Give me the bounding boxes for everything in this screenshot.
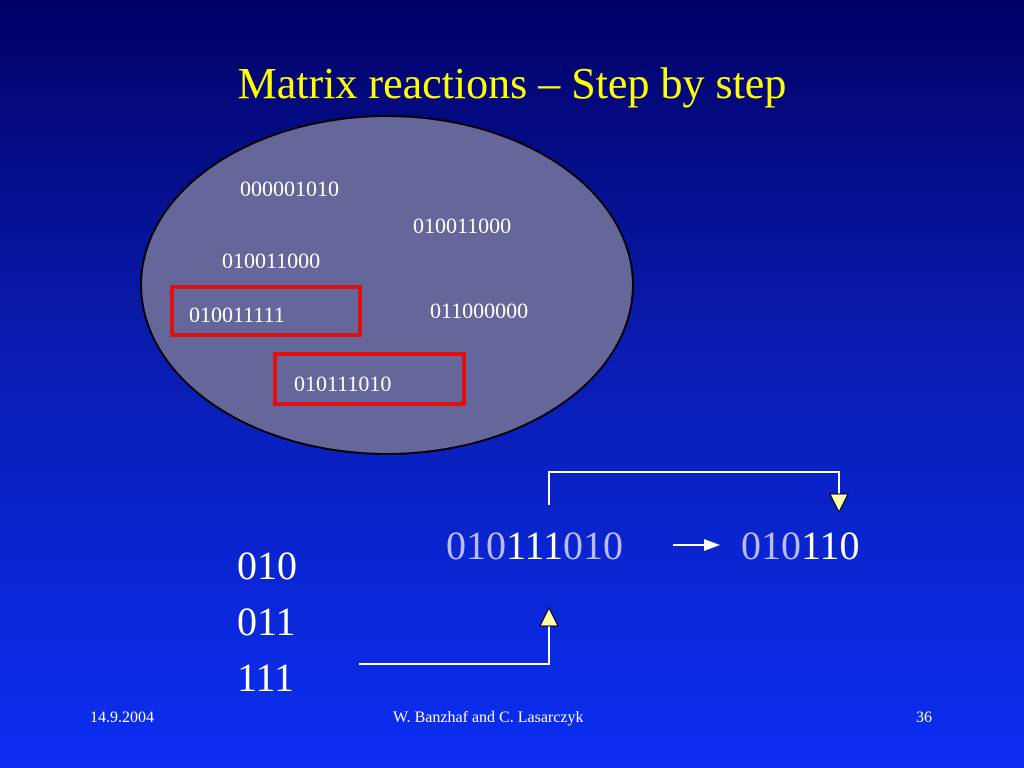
output-part-2: 110: [801, 523, 860, 568]
input-part-3: 010: [563, 523, 624, 568]
matrix-row-2: 011: [237, 599, 296, 644]
slide-title: Matrix reactions – Step by step: [237, 59, 787, 108]
reaction-output-string: 010110: [741, 522, 860, 570]
copy-arrow-head: [829, 493, 849, 514]
copy-connector-line: [548, 471, 840, 505]
transform-arrow-head: [704, 539, 720, 551]
molecule-6: 010111010: [294, 371, 392, 396]
molecule-1: 000001010: [240, 176, 339, 201]
output-part-1: 010: [741, 523, 801, 568]
matrix-connector-line: [359, 625, 550, 665]
input-part-2: 111: [506, 523, 564, 568]
footer-date: 14.9.2004: [90, 709, 154, 726]
molecule-2: 010011000: [413, 213, 512, 238]
reaction-input-string: 010111010: [446, 522, 623, 570]
footer-authors: W. Banzhaf and C. Lasarczyk: [393, 709, 584, 726]
molecule-4: 010011111: [189, 302, 285, 327]
matrix-row-3: 111: [237, 655, 295, 700]
footer-page-number: 36: [916, 709, 932, 726]
operator-matrix: 010 011 111: [237, 538, 297, 706]
molecule-5: 011000000: [430, 298, 529, 323]
selected-string-molecule-box: [273, 352, 466, 406]
matrix-arrow-head: [539, 606, 559, 627]
molecule-3: 010011000: [222, 248, 321, 273]
matrix-row-1: 010: [237, 543, 297, 588]
input-part-1: 010: [446, 523, 506, 568]
selected-matrix-molecule-box: [170, 285, 362, 337]
